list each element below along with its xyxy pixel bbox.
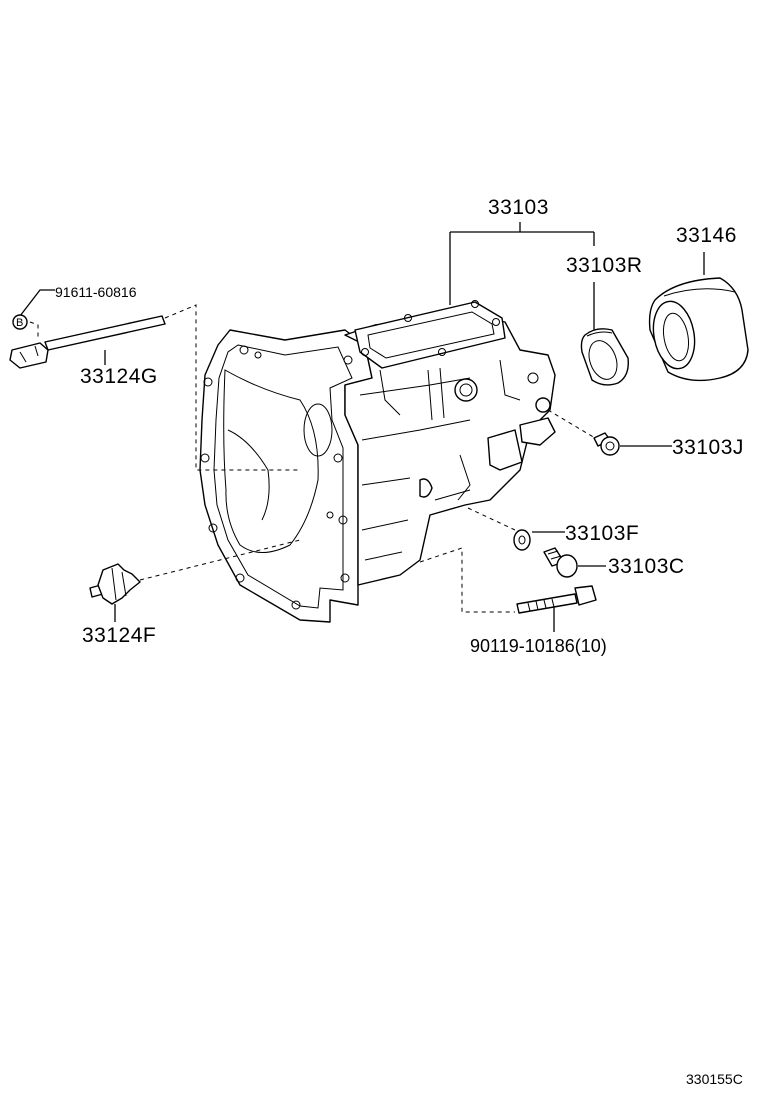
leader-33103 (449, 222, 595, 305)
label-33103C: 33103C (608, 555, 685, 578)
dash-33103J (547, 409, 596, 439)
gasket-washer-icon (513, 529, 531, 551)
dash-90119 (419, 547, 515, 613)
label-33103: 33103 (488, 196, 549, 219)
dash-33103F (467, 507, 516, 531)
label-91611-60816: 91611-60816 (55, 284, 137, 300)
bearing-retainer-seal-icon (580, 328, 629, 386)
drain-plug-icon (543, 547, 578, 578)
dash-33124G-to-case (164, 304, 300, 471)
plug-icon (593, 432, 620, 456)
label-33124F: 33124F (82, 624, 156, 647)
dash-33124F (139, 539, 301, 581)
label-33103F: 33103F (565, 522, 639, 545)
b-marker-dash (29, 321, 39, 338)
oil-seal-ring-icon (648, 277, 749, 382)
bolt-icon (516, 585, 597, 614)
label-33103J: 33103J (672, 436, 744, 459)
straight-pin-icon (89, 563, 141, 605)
b-marker-label: B (16, 317, 23, 329)
figure-code: 330155C (686, 1071, 743, 1087)
b-marker-icon: B (12, 314, 28, 330)
label-90119-10186: 90119-10186(10) (470, 636, 607, 656)
label-33146: 33146 (676, 224, 737, 247)
label-33124G: 33124G (80, 365, 158, 388)
leader-91611 (19, 289, 55, 317)
transmission-case-icon (199, 300, 556, 623)
shift-rod-icon (9, 315, 166, 369)
label-33103R: 33103R (566, 254, 643, 277)
